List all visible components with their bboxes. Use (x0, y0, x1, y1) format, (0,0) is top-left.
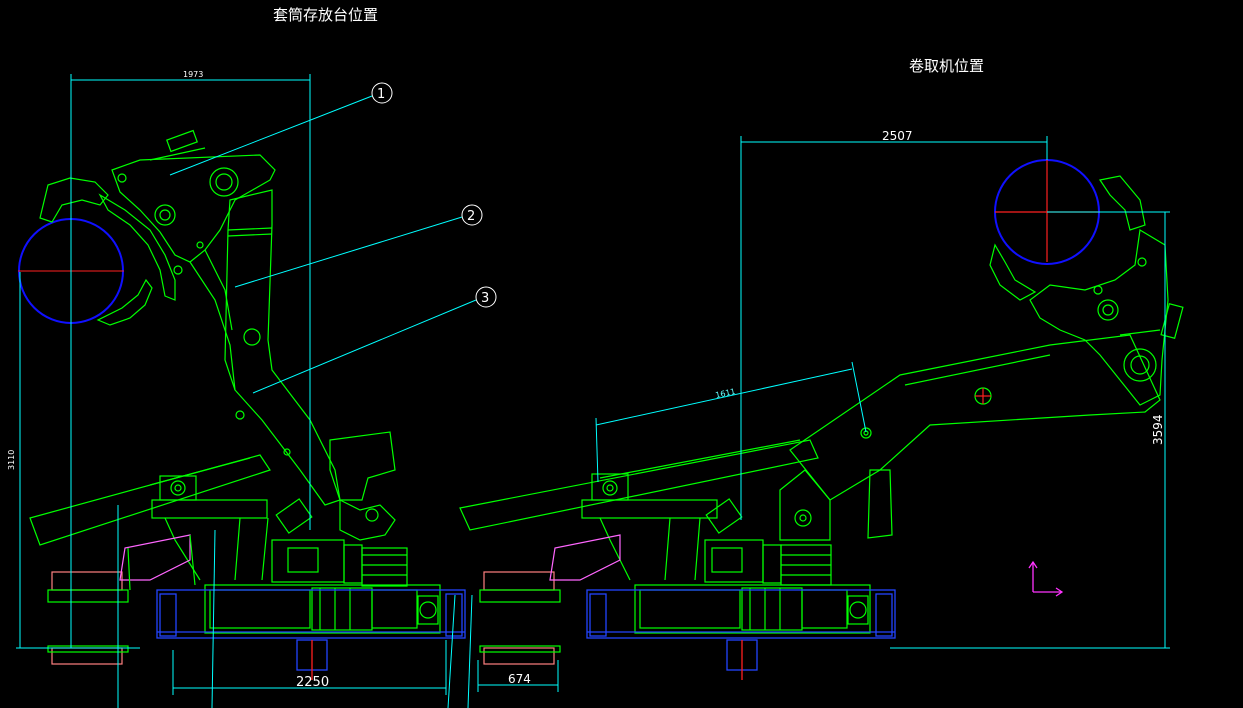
right-long-arm (789, 334, 1161, 501)
ucs-axis-icon (1028, 560, 1064, 597)
right-carriage (634, 584, 871, 634)
right-inclined-cylinder (459, 439, 819, 531)
right-sleeve-rack (483, 571, 555, 591)
dim-2507: 2507 (882, 129, 913, 143)
left-lever-housing (111, 154, 276, 263)
left-sleeve-rack (51, 571, 123, 591)
callout-3: 3 (475, 286, 497, 308)
right-jaw-lower (989, 243, 1037, 301)
dim-3110: 3110 (7, 450, 16, 470)
left-assembly (18, 129, 441, 665)
left-vertical-arm (224, 189, 341, 506)
dimension-lines (16, 74, 1170, 708)
callout-3-label: 3 (481, 291, 489, 306)
callout-1-label: 1 (377, 87, 385, 102)
title-sleeve-storage-position: 套筒存放台位置 (273, 6, 379, 24)
dim-1611: 1611 (715, 387, 737, 400)
callout-1: 1 (371, 82, 393, 104)
dim-674: 674 (508, 672, 531, 686)
right-jaw-upper (1099, 175, 1146, 231)
callout-2-label: 2 (467, 209, 475, 224)
right-assembly (459, 159, 1184, 665)
left-motor (271, 539, 345, 583)
dim-1973: 1973 (183, 70, 203, 79)
left-jaw-upper (39, 177, 109, 223)
left-jaw-lower (96, 278, 153, 326)
left-carriage (204, 584, 441, 634)
left-base-frame (156, 589, 466, 680)
title-coiler-position: 卷取机位置 (909, 57, 985, 75)
right-base-frame (586, 589, 896, 680)
right-motor (704, 539, 764, 583)
dim-3594: 3594 (1151, 414, 1165, 445)
callout-2: 2 (461, 204, 483, 226)
dim-2250: 2250 (296, 675, 329, 690)
